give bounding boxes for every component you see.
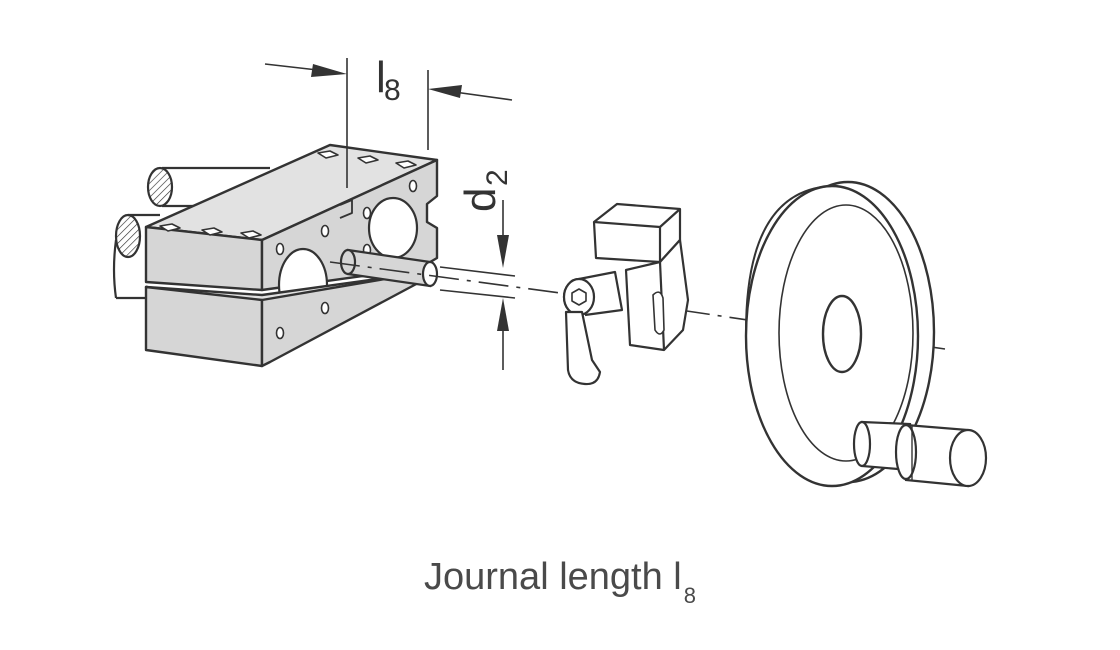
dimension-d2 [439,200,516,370]
caption-text: Journal length l [424,556,682,598]
journal-shaft [339,248,439,288]
rear-bore [367,196,419,260]
handwheel-bore [821,294,863,374]
figure-caption: Journal length l8 [0,556,1120,608]
caption-subscript: 8 [683,583,696,608]
clamp-lever [562,202,690,386]
l8-label-sub: 8 [384,74,401,107]
l8-label-main: l [376,53,386,102]
d2-label-sub: 2 [481,169,514,186]
lower-block-front-face [144,285,264,368]
guide-shafts [112,166,270,300]
d2-label-main: d [456,188,505,212]
handwheel-grip [852,420,988,488]
dimension-l8 [264,58,513,188]
lower-clamp-block [144,271,422,368]
handwheel [744,180,936,488]
